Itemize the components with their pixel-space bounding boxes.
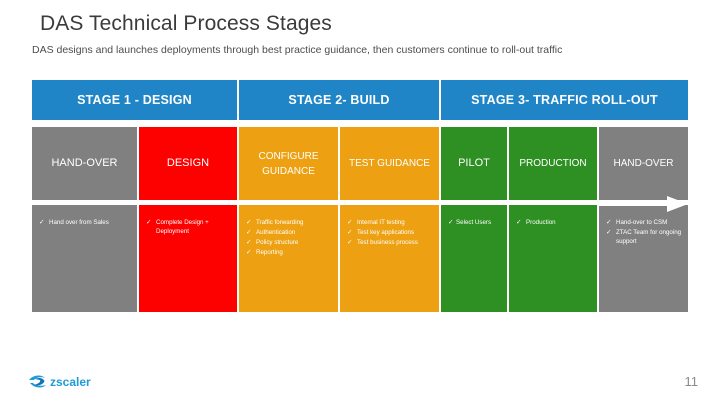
phase-label-row: HAND-OVER DESIGN CONFIGURE GUIDANCE TEST…: [32, 127, 688, 200]
detail-box-design: ✓ Complete Design + Deployment: [139, 205, 237, 312]
list-item-label: Hand-over to CSM: [616, 219, 668, 226]
list-item-label: Complete Design + Deployment: [156, 219, 209, 235]
phase-box-test-guidance: TEST GUIDANCE: [340, 127, 439, 200]
list-item: ✓ ZTAC Team for ongoing support: [605, 229, 683, 246]
list-item-label: Test business process: [357, 239, 418, 247]
list-item-label: Select Users: [456, 219, 492, 226]
check-icon: ✓: [246, 249, 252, 257]
check-icon: ✓: [516, 219, 522, 226]
list-item-label: Test key applications: [357, 229, 415, 237]
check-icon: ✓: [448, 219, 454, 226]
list-item: ✓ Hand-over to CSM: [605, 219, 683, 228]
list-item: ✓ Reporting: [245, 249, 333, 258]
phase-label-production: PRODUCTION: [519, 158, 587, 169]
phase-label-handover-1: HAND-OVER: [51, 157, 118, 169]
phase-box-configure-guidance: CONFIGURE GUIDANCE: [239, 127, 338, 200]
detail-box-production: ✓ Production: [509, 205, 597, 312]
stage-header-2: STAGE 2- BUILD: [239, 80, 439, 120]
phase-label-pilot: PILOT: [458, 157, 490, 169]
list-item: ✓ Production: [515, 219, 592, 228]
phase-label-design: DESIGN: [166, 157, 210, 169]
list-item: ✓ Complete Design + Deployment: [145, 219, 232, 236]
detail-box-pilot: ✓ Select Users: [441, 205, 507, 312]
page-number: 11: [684, 374, 699, 389]
list-item: ✓ Test key applications: [346, 229, 434, 238]
list-item-label: Hand over from Sales: [49, 219, 109, 226]
stage-header-1: STAGE 1 - DESIGN: [32, 80, 237, 120]
bullet-list-production: ✓ Production: [509, 205, 597, 228]
list-item-label: Policy structure: [256, 239, 299, 247]
detail-box-handover-2: ✓ Hand-over to CSM ✓ ZTAC Team for ongoi…: [599, 205, 688, 312]
bullet-list-handover-2: ✓ Hand-over to CSM ✓ ZTAC Team for ongoi…: [599, 205, 688, 246]
zscaler-logo: zscaler: [29, 375, 91, 389]
phase-box-handover-2: HAND-OVER: [599, 127, 688, 200]
phase-label-test-guidance: TEST GUIDANCE: [349, 158, 430, 169]
check-icon: ✓: [347, 229, 353, 237]
list-item: ✓ Traffic forwarding: [245, 219, 333, 228]
bullet-list-pilot: ✓ Select Users: [441, 205, 507, 228]
list-item-label: Authentication: [256, 229, 296, 237]
check-icon: ✓: [246, 229, 252, 237]
page-subtitle: DAS designs and launches deployments thr…: [32, 44, 563, 56]
stage-header-3: STAGE 3- TRAFFIC ROLL-OUT: [441, 80, 688, 120]
list-item-label: Traffic forwarding: [256, 219, 304, 226]
check-icon: ✓: [606, 229, 612, 237]
phase-box-design: DESIGN: [139, 127, 237, 200]
phase-box-production: PRODUCTION: [509, 127, 597, 200]
detail-box-configure-guidance: ✓ Traffic forwarding ✓ Authentication ✓ …: [239, 205, 338, 312]
list-item-label: ZTAC Team for ongoing support: [616, 229, 682, 245]
page-title: DAS Technical Process Stages: [40, 12, 332, 35]
list-item-label: Production: [526, 219, 556, 226]
process-stages-diagram: STAGE 1 - DESIGN STAGE 2- BUILD STAGE 3-…: [32, 80, 688, 312]
list-item: ✓ Policy structure: [245, 239, 333, 248]
phase-box-handover-1: HAND-OVER: [32, 127, 137, 200]
list-item: ✓ Test business process: [346, 239, 434, 248]
bullet-list-design: ✓ Complete Design + Deployment: [139, 205, 237, 236]
check-icon: ✓: [246, 239, 252, 247]
phase-label-handover-2: HAND-OVER: [613, 158, 674, 169]
stage-header-row: STAGE 1 - DESIGN STAGE 2- BUILD STAGE 3-…: [32, 80, 688, 120]
check-icon: ✓: [146, 219, 152, 226]
list-item: ✓ Hand over from Sales: [38, 219, 132, 228]
phase-box-pilot: PILOT: [441, 127, 507, 200]
detail-box-handover-1: ✓ Hand over from Sales: [32, 205, 137, 312]
check-icon: ✓: [246, 219, 252, 226]
list-item: ✓ Select Users: [447, 219, 502, 228]
check-icon: ✓: [347, 239, 353, 247]
check-icon: ✓: [606, 219, 612, 226]
bullet-list-configure-guidance: ✓ Traffic forwarding ✓ Authentication ✓ …: [239, 205, 338, 258]
list-item-label: Reporting: [256, 249, 283, 257]
phase-detail-row: ✓ Hand over from Sales ✓ Complete Design…: [32, 205, 688, 312]
check-icon: ✓: [347, 219, 353, 226]
list-item: ✓ Authentication: [245, 229, 333, 238]
detail-box-test-guidance: ✓ Internal IT testing ✓ Test key applica…: [340, 205, 439, 312]
phase-label-configure-guidance: CONFIGURE GUIDANCE: [258, 150, 319, 177]
check-icon: ✓: [39, 219, 45, 226]
bullet-list-test-guidance: ✓ Internal IT testing ✓ Test key applica…: [340, 205, 439, 248]
bullet-list-handover-1: ✓ Hand over from Sales: [32, 205, 137, 228]
list-item: ✓ Internal IT testing: [346, 219, 434, 228]
svg-text:zscaler: zscaler: [50, 375, 91, 389]
list-item-label: Internal IT testing: [357, 219, 405, 226]
